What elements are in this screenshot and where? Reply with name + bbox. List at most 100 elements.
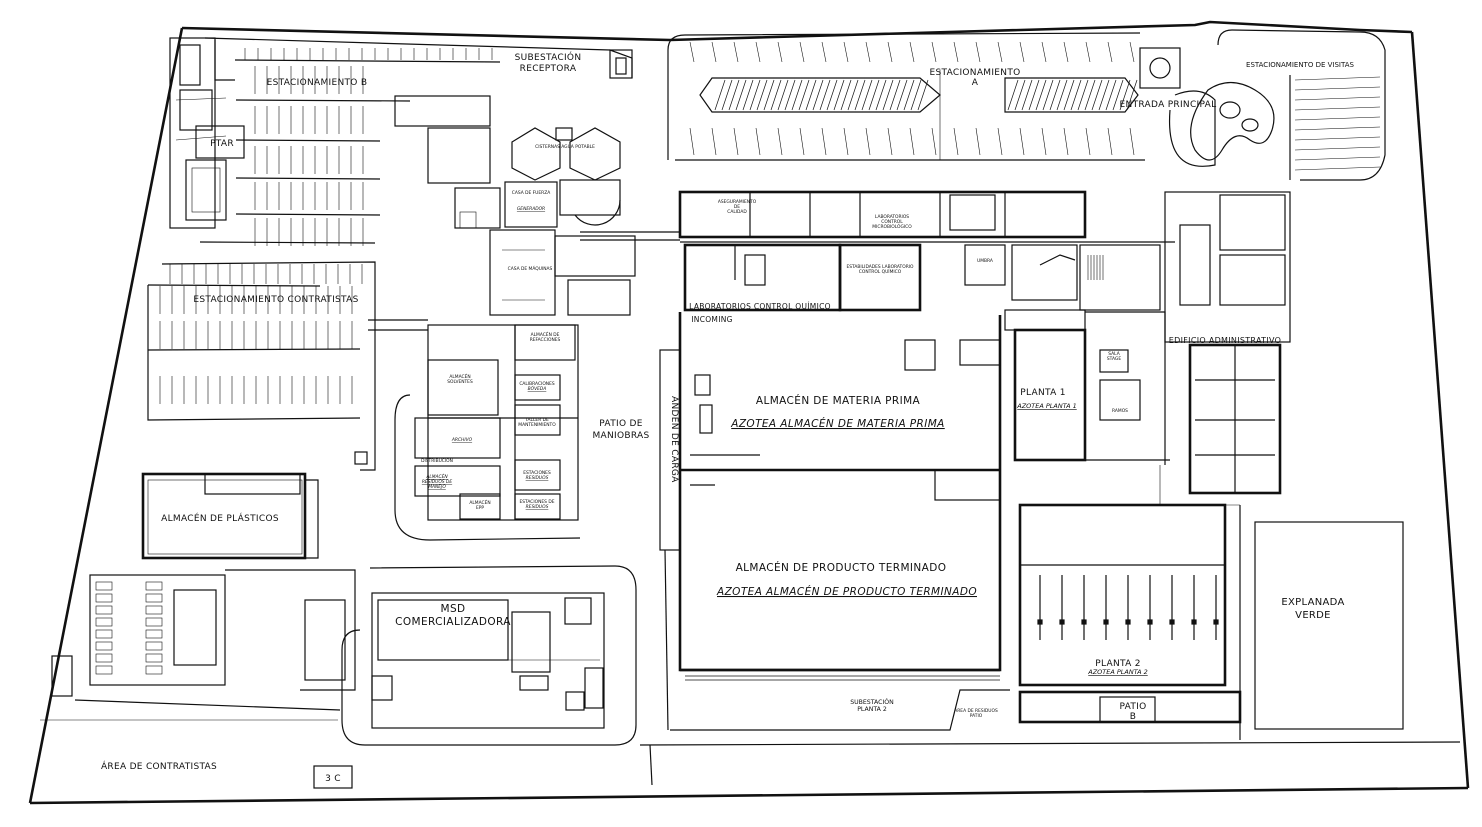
plan-box bbox=[95, 629, 113, 639]
plan-stroke bbox=[997, 41, 1003, 63]
plan-stroke bbox=[1107, 41, 1113, 63]
plan-stroke bbox=[1070, 79, 1082, 111]
plan-stroke bbox=[1129, 41, 1135, 63]
machine-house bbox=[489, 229, 636, 316]
plan-box bbox=[95, 605, 113, 615]
plan-stroke bbox=[733, 127, 739, 156]
plan-stroke bbox=[721, 79, 733, 111]
dock-edge bbox=[664, 549, 669, 731]
plan-stroke bbox=[1041, 127, 1047, 156]
label-estacionamiento-b: ESTACIONAMIENTO B bbox=[267, 78, 368, 88]
plan-stroke bbox=[763, 79, 775, 111]
label-planta2: PLANTA 2 bbox=[1095, 659, 1140, 669]
label-estacionamiento-contratistas: ESTACIONAMIENTO CONTRATISTAS bbox=[193, 295, 358, 305]
plan-stroke bbox=[819, 79, 831, 111]
plan-stroke bbox=[887, 127, 893, 156]
plan-stroke bbox=[1035, 79, 1047, 111]
plan-stroke bbox=[799, 127, 805, 156]
plant-2 bbox=[1018, 503, 1242, 724]
plan-stroke bbox=[1084, 79, 1096, 111]
plan-stroke bbox=[975, 41, 981, 63]
plan-stroke bbox=[1063, 41, 1069, 63]
plan-stroke bbox=[799, 41, 805, 63]
plan-stroke bbox=[689, 41, 695, 63]
plan-stroke bbox=[1294, 126, 1381, 131]
plan-box bbox=[1081, 619, 1087, 625]
plan-stroke bbox=[1129, 127, 1135, 156]
parking-b bbox=[199, 37, 633, 246]
plan-stroke bbox=[711, 127, 717, 156]
plan-box bbox=[1037, 619, 1043, 625]
plan-stroke bbox=[953, 41, 959, 63]
label-almacen-pt: ALMACÉN DE PRODUCTO TERMINADO bbox=[736, 561, 947, 574]
plan-stroke bbox=[931, 41, 937, 63]
cisterns bbox=[511, 127, 621, 181]
msd-building bbox=[341, 565, 637, 746]
raw-material-warehouse bbox=[678, 312, 1002, 672]
plan-stroke bbox=[770, 79, 782, 111]
small-booth bbox=[313, 765, 353, 789]
label-archivo: ARCHIVO bbox=[451, 437, 473, 443]
plan-stroke bbox=[742, 79, 754, 111]
plan-stroke bbox=[1294, 156, 1381, 161]
label-azotea-mp: AZOTEA ALMACÉN DE MATERIA PRIMA bbox=[730, 417, 945, 430]
loading-dock bbox=[659, 349, 681, 551]
plan-box bbox=[1059, 619, 1065, 625]
plan-stroke bbox=[1007, 79, 1019, 111]
plan-stroke bbox=[997, 127, 1003, 156]
plan-stroke bbox=[843, 127, 849, 156]
label-azotea-planta1: AZOTEA PLANTA 1 bbox=[1016, 402, 1076, 410]
plan-stroke bbox=[1294, 136, 1381, 141]
plan-stroke bbox=[882, 79, 894, 111]
label-entrada-principal: ENTRADA PRINCIPAL bbox=[1120, 100, 1217, 110]
maintenance-block bbox=[394, 324, 581, 541]
plan-stroke bbox=[777, 41, 783, 63]
label-estacionamiento-visitas: ESTACIONAMIENTO DE VISITAS bbox=[1246, 61, 1354, 69]
label-almacen-plasticos: ALMACÉN DE PLÁSTICOS bbox=[161, 512, 279, 524]
plan-stroke bbox=[1056, 79, 1068, 111]
label-azotea-pt: AZOTEA ALMACÉN DE PRODUCTO TERMINADO bbox=[716, 585, 977, 598]
plan-stroke bbox=[865, 41, 871, 63]
plan-stroke bbox=[1119, 79, 1131, 111]
label-azotea-planta2: AZOTEA PLANTA 2 bbox=[1087, 668, 1147, 676]
plan-box bbox=[145, 593, 163, 603]
plan-stroke bbox=[1105, 79, 1117, 111]
plan-stroke bbox=[1085, 41, 1091, 63]
plan-box bbox=[1213, 619, 1219, 625]
left-yard bbox=[51, 569, 356, 697]
plan-stroke bbox=[689, 127, 695, 156]
plan-stroke bbox=[821, 41, 827, 63]
plan-stroke bbox=[826, 79, 838, 111]
label-anden: ANDÉN DE CARGA bbox=[669, 396, 681, 483]
plan-stroke bbox=[896, 79, 908, 111]
label-incoming: INCOMING bbox=[691, 315, 732, 324]
plan-box bbox=[145, 665, 163, 675]
plan-stroke bbox=[1294, 96, 1381, 101]
plan-box bbox=[145, 617, 163, 627]
plan-box bbox=[145, 641, 163, 651]
plan-stroke bbox=[714, 79, 726, 111]
plan-stroke bbox=[784, 79, 796, 111]
plan-stroke bbox=[1107, 127, 1113, 156]
plan-box bbox=[1103, 619, 1109, 625]
plant-labs-row bbox=[683, 243, 1161, 421]
plan-stroke bbox=[1126, 79, 1138, 111]
plan-box bbox=[145, 629, 163, 639]
plan-stroke bbox=[733, 41, 739, 63]
